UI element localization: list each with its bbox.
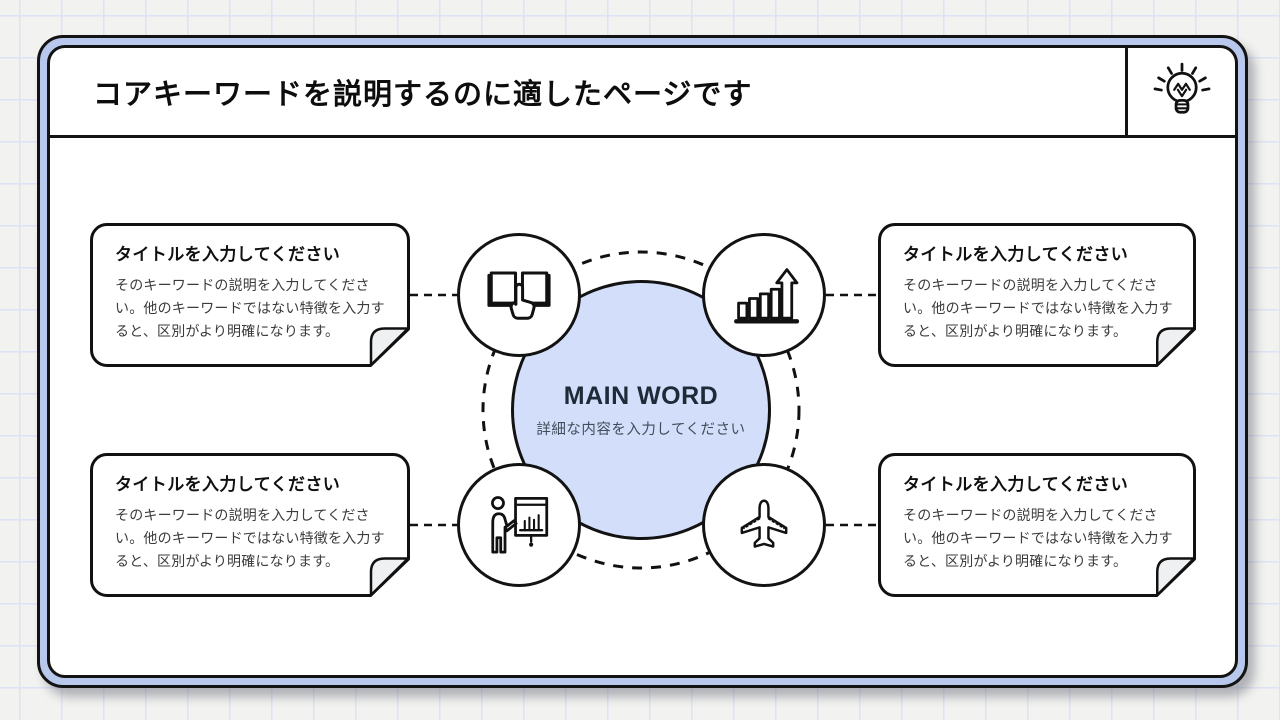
folded-corner (1156, 327, 1196, 367)
keyword-box-outline (878, 223, 1196, 367)
keyword-box-top-right[interactable]: タイトルを入力してください そのキーワードの説明を入力してください。他のキーワー… (878, 223, 1196, 367)
keyword-content: タイトルを入力してください そのキーワードの説明を入力してください。他のキーワー… (115, 470, 390, 573)
keyword-title[interactable]: タイトルを入力してください (903, 245, 1129, 264)
keyword-title[interactable]: タイトルを入力してください (115, 245, 341, 264)
slide-header: コアキーワードを説明するのに適したページです (50, 48, 1235, 138)
keyword-content: タイトルを入力してください そのキーワードの説明を入力してください。他のキーワー… (115, 240, 390, 343)
growth-chart-arrow-icon (734, 268, 800, 324)
keyword-box-outline (90, 223, 410, 367)
keyword-content: タイトルを入力してください そのキーワードの説明を入力してください。他のキーワー… (903, 470, 1176, 573)
presenter-board-icon (491, 496, 549, 554)
node-circle-airplane[interactable] (702, 463, 826, 587)
page-title[interactable]: コアキーワードを説明するのに適したページです (93, 78, 753, 111)
node-circle-growth-chart[interactable] (702, 233, 826, 357)
main-word-text[interactable]: MAIN WORD (563, 381, 719, 410)
keyword-description[interactable]: そのキーワードの説明を入力してください。他のキーワードではない特徴を入力すると、… (903, 277, 1173, 339)
keyword-box-bottom-left[interactable]: タイトルを入力してください そのキーワードの説明を入力してください。他のキーワー… (90, 453, 410, 597)
keyword-box-top-left[interactable]: タイトルを入力してください そのキーワードの説明を入力してください。他のキーワー… (90, 223, 410, 367)
keyword-box-outline (90, 453, 410, 597)
keyword-description[interactable]: そのキーワードの説明を入力してください。他のキーワードではない特徴を入力すると、… (115, 277, 385, 339)
folded-corner (369, 327, 410, 367)
main-word-subtitle[interactable]: 詳細な内容を入力してください (536, 421, 746, 438)
header-icon-cell (1125, 48, 1235, 138)
lightbulb-icon (1153, 62, 1210, 114)
node-circle-open-book[interactable] (457, 233, 581, 357)
folded-corner (1156, 557, 1196, 597)
keyword-description[interactable]: そのキーワードの説明を入力してください。他のキーワードではない特徴を入力すると、… (115, 507, 385, 569)
node-circle-presenter[interactable] (457, 463, 581, 587)
keyword-title[interactable]: タイトルを入力してください (115, 475, 341, 494)
open-book-hand-icon (487, 271, 551, 320)
keyword-content: タイトルを入力してください そのキーワードの説明を入力してください。他のキーワー… (903, 240, 1176, 343)
keyword-description[interactable]: そのキーワードの説明を入力してください。他のキーワードではない特徴を入力すると、… (903, 507, 1173, 569)
slide-frame: コアキーワードを説明するのに適したページです (37, 35, 1248, 688)
keyword-box-outline (878, 453, 1196, 597)
folded-corner (369, 557, 410, 597)
keyword-title[interactable]: タイトルを入力してください (903, 475, 1129, 494)
slide-frame-inner: コアキーワードを説明するのに適したページです (47, 45, 1238, 678)
airplane-icon (740, 499, 788, 548)
keyword-box-bottom-right[interactable]: タイトルを入力してください そのキーワードの説明を入力してください。他のキーワー… (878, 453, 1196, 597)
